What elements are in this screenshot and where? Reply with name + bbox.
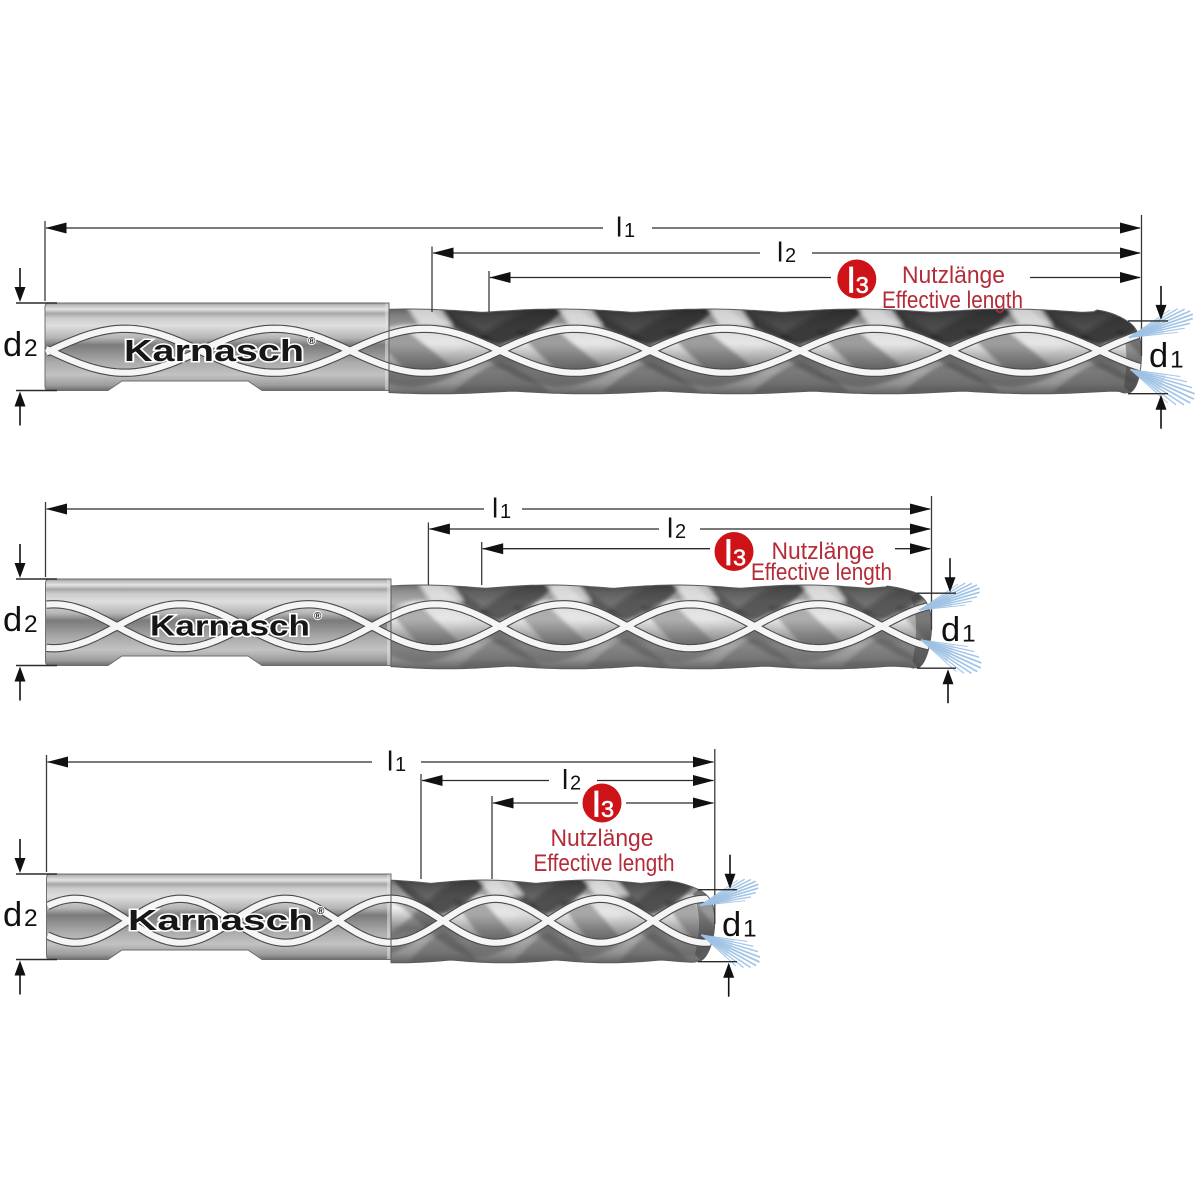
svg-text:2: 2 — [24, 905, 38, 932]
svg-text:d: d — [1149, 337, 1168, 375]
svg-text:2: 2 — [24, 611, 38, 638]
svg-text:1: 1 — [395, 754, 406, 776]
svg-text:Effective length: Effective length — [751, 559, 892, 586]
svg-text:2: 2 — [785, 245, 796, 267]
svg-text:l: l — [847, 262, 855, 301]
svg-text:Effective length: Effective length — [534, 850, 675, 877]
svg-text:Karnasch: Karnasch — [128, 905, 313, 937]
svg-text:d: d — [941, 611, 960, 649]
svg-text:1: 1 — [962, 621, 976, 648]
svg-text:l: l — [562, 764, 568, 795]
svg-text:2: 2 — [24, 335, 38, 362]
svg-text:1: 1 — [1170, 347, 1184, 374]
svg-text:Nutzlänge: Nutzlänge — [902, 262, 1005, 289]
svg-text:®: ® — [308, 336, 316, 347]
svg-text:Nutzlänge: Nutzlänge — [551, 825, 654, 852]
svg-text:3: 3 — [733, 545, 746, 571]
svg-text:l: l — [667, 513, 673, 544]
svg-text:3: 3 — [601, 796, 614, 822]
svg-text:l: l — [492, 493, 498, 524]
svg-text:2: 2 — [675, 521, 686, 543]
svg-text:1: 1 — [500, 501, 511, 523]
svg-text:3: 3 — [856, 272, 869, 298]
svg-text:l: l — [725, 534, 733, 573]
svg-text:1: 1 — [743, 916, 757, 943]
svg-text:®: ® — [314, 611, 322, 622]
svg-text:l: l — [593, 786, 601, 825]
svg-text:d: d — [722, 906, 741, 944]
svg-text:Effective length: Effective length — [882, 287, 1023, 314]
svg-text:Nutzlänge: Nutzlänge — [772, 538, 875, 565]
svg-text:l: l — [387, 746, 393, 777]
svg-text:®: ® — [317, 906, 325, 917]
svg-text:d: d — [3, 896, 22, 934]
svg-text:1: 1 — [624, 220, 635, 242]
svg-text:l: l — [777, 237, 783, 268]
svg-text:Karnasch: Karnasch — [124, 333, 304, 368]
svg-text:d: d — [3, 326, 22, 364]
svg-text:2: 2 — [570, 773, 581, 795]
svg-text:d: d — [3, 601, 22, 639]
svg-text:Karnasch: Karnasch — [150, 611, 310, 643]
svg-text:l: l — [616, 212, 622, 243]
